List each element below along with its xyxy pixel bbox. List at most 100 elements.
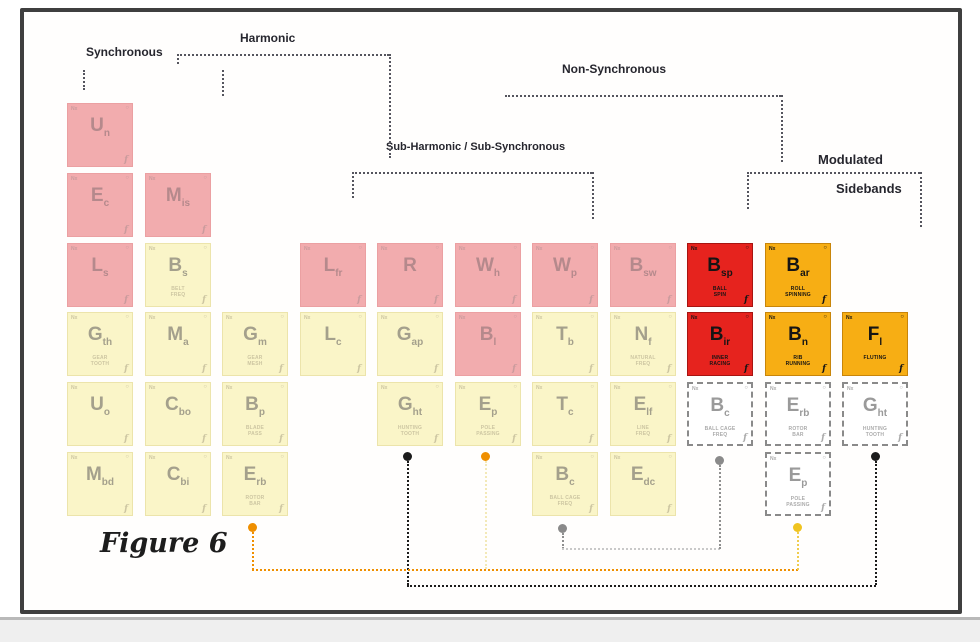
- tile-symbol: Lfr: [323, 255, 343, 279]
- tile-corner-formula: Nx: [614, 385, 621, 391]
- tile-corner-formula: Nx: [692, 386, 699, 392]
- tile-frequency-icon: f: [202, 364, 206, 374]
- tile-corner-formula: Nx: [226, 455, 233, 461]
- tile-symbol: R: [403, 255, 417, 276]
- tile-corner-formula: Nx: [226, 385, 233, 391]
- cage-link-dot-left: [558, 524, 567, 533]
- tile-corner-icon: ○: [745, 314, 749, 320]
- tile-frequency-icon: f: [279, 364, 283, 374]
- tile-corner-formula: Nx: [71, 246, 78, 252]
- cage-link-left-vline: [562, 533, 564, 549]
- tile-corner-icon: ○: [590, 245, 594, 251]
- tile-frequency-icon: f: [434, 295, 438, 305]
- tile-corner-icon: ○: [823, 314, 827, 320]
- tile-frequency-icon: f: [667, 295, 671, 305]
- tile-symbol: Gth: [87, 324, 113, 348]
- non-synchronous-bracket-tick: [781, 95, 783, 162]
- tile-corner-icon: ○: [125, 105, 129, 111]
- tile-corner-formula: Nx: [691, 315, 698, 321]
- tile-corner-icon: ○: [668, 314, 672, 320]
- label-synchronous: Synchronous: [86, 45, 163, 59]
- tile-corner-icon: ○: [125, 245, 129, 251]
- tile-symbol: Tc: [556, 394, 574, 418]
- tile-symbol: Ec: [90, 185, 110, 209]
- tile-corner-formula: Nx: [226, 315, 233, 321]
- tile-frequency-icon: f: [124, 364, 128, 374]
- pole-link-mid-vline: [485, 461, 487, 569]
- tile-symbol: Elf: [633, 394, 653, 418]
- tile-corner-icon: ○: [203, 245, 207, 251]
- tile-frequency-icon: f: [512, 364, 516, 374]
- page-background-strip: [0, 620, 980, 642]
- fault-tile-ls: Nx ○ Ls f: [67, 243, 133, 307]
- figure-border-frame: [20, 8, 962, 614]
- tile-frequency-icon: f: [124, 295, 128, 305]
- tile-symbol: Bar: [786, 255, 810, 279]
- pole-link-dot-mid: [481, 452, 490, 461]
- tile-symbol: Ls: [91, 255, 109, 279]
- tile-corner-formula: Nx: [71, 385, 78, 391]
- tile-corner-icon: ○: [590, 314, 594, 320]
- tile-symbol: Tb: [556, 324, 574, 348]
- tile-corner-icon: ○: [513, 245, 517, 251]
- tile-symbol: Nf: [634, 324, 652, 348]
- tile-symbol: Uo: [90, 394, 110, 418]
- tile-symbol: Edc: [630, 464, 656, 488]
- tile-frequency-icon: f: [124, 434, 128, 444]
- sub-harmonic-bracket-left-tick: [352, 172, 354, 198]
- tile-corner-formula: Nx: [846, 315, 853, 321]
- tile-symbol: Mbd: [85, 464, 115, 488]
- pole-link-dot-left: [248, 523, 257, 532]
- tile-frequency-icon: f: [512, 295, 516, 305]
- tile-corner-icon: ○: [280, 314, 284, 320]
- tile-corner-icon: ○: [125, 175, 129, 181]
- tile-corner-formula: Nx: [149, 176, 156, 182]
- tile-symbol: Bc: [555, 464, 575, 488]
- cage-link-right-vline: [719, 465, 721, 549]
- tile-frequency-icon: f: [512, 434, 516, 444]
- tile-corner-icon: ○: [590, 384, 594, 390]
- tile-corner-icon: ○: [899, 385, 903, 391]
- tile-corner-formula: Nx: [769, 246, 776, 252]
- tile-symbol: Fl: [867, 324, 883, 348]
- tile-frequency-icon: f: [279, 434, 283, 444]
- hunting-tooth-link-hline: [407, 585, 876, 587]
- tile-corner-formula: Nx: [71, 315, 78, 321]
- tile-corner-formula: Nx: [769, 315, 776, 321]
- hunting-tooth-link-dot-right: [871, 452, 880, 461]
- tile-corner-formula: Nx: [614, 315, 621, 321]
- pole-link-dot-right: [793, 523, 802, 532]
- tile-frequency-icon: f: [667, 364, 671, 374]
- tile-frequency-icon: f: [744, 295, 748, 305]
- tile-frequency-icon: f: [898, 433, 902, 443]
